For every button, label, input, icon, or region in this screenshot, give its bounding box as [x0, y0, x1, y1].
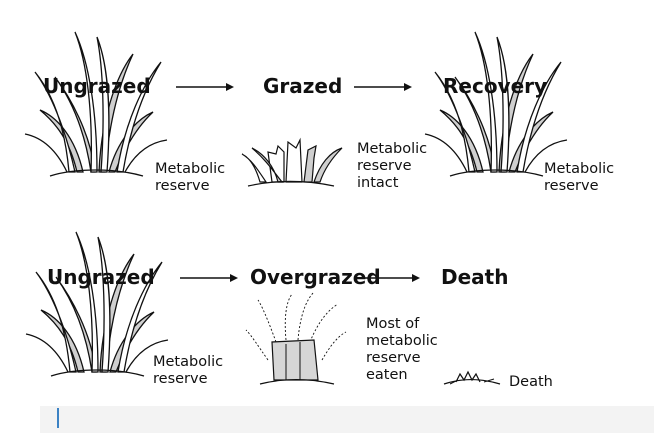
stage-label: Death — [441, 267, 508, 287]
stage-label: Overgrazed — [250, 267, 381, 287]
annotation: Metabolic reserve — [153, 354, 223, 388]
arrow-right-icon — [176, 83, 234, 91]
annotation: Metabolic reserve — [155, 161, 225, 195]
grass-clump-icon — [26, 232, 168, 376]
bottom-panel — [40, 406, 654, 433]
arrow-right-icon — [180, 274, 238, 282]
grazed-grass-icon — [242, 140, 342, 186]
annotation: Metabolic reserve intact — [357, 141, 427, 192]
dead-grass-icon — [444, 372, 500, 384]
stage-label: Ungrazed — [47, 267, 155, 287]
grass-clump-icon — [25, 32, 167, 176]
overgrazed-grass-icon — [246, 292, 346, 384]
stage-label: Recovery — [443, 76, 547, 96]
annotation: Most of metabolic reserve eaten — [366, 316, 438, 384]
stage-label: Grazed — [263, 76, 342, 96]
grass-clump-icon — [425, 32, 567, 176]
accent-bar — [57, 408, 59, 428]
annotation: Death — [509, 374, 553, 391]
stage-label: Ungrazed — [43, 76, 151, 96]
annotation: Metabolic reserve — [544, 161, 614, 195]
arrow-right-icon — [354, 83, 412, 91]
